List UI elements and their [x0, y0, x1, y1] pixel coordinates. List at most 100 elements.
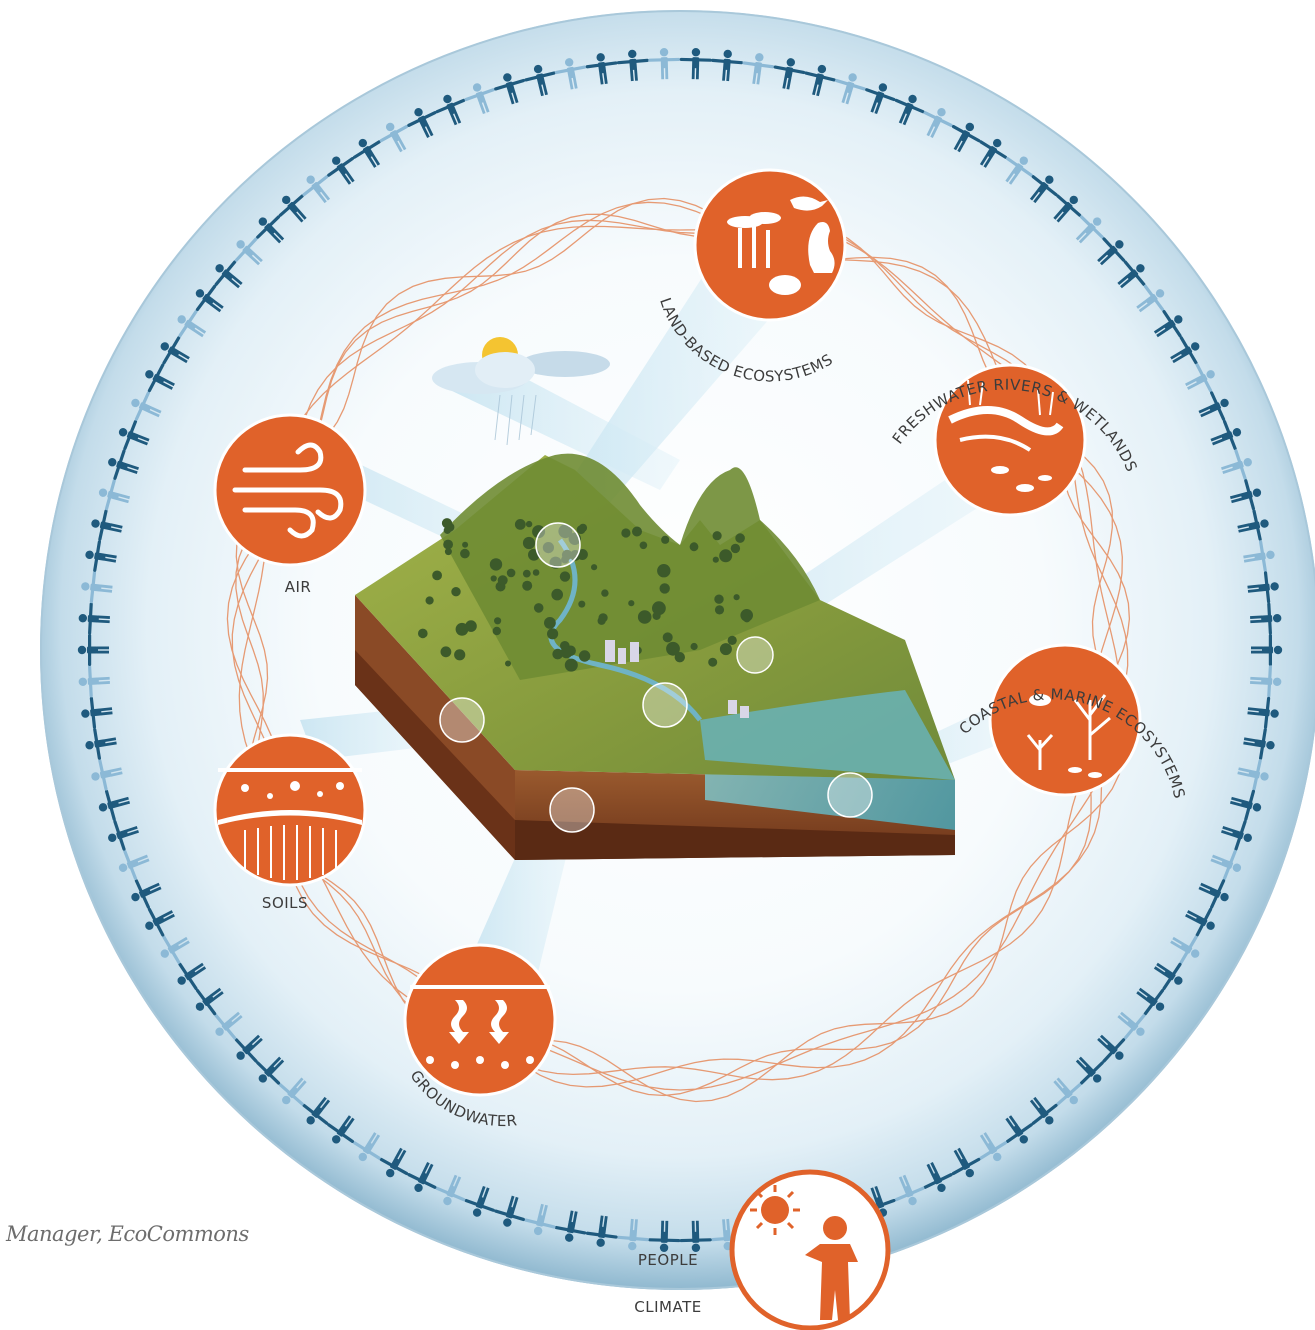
- person-figure: [407, 108, 437, 139]
- wave-line: [235, 213, 1131, 1097]
- soil-layers-icon: [218, 768, 362, 880]
- person-figure: [1075, 215, 1104, 244]
- tree: [418, 628, 428, 639]
- person-figure: [1117, 1011, 1146, 1040]
- tree: [598, 613, 608, 623]
- tree: [551, 588, 563, 601]
- person-figure: [1075, 1056, 1104, 1085]
- person-figure: [91, 759, 123, 791]
- groundwater-node[interactable]: [403, 943, 557, 1097]
- person-figure: [1221, 449, 1252, 480]
- person-figure: [1247, 696, 1279, 729]
- tree: [506, 568, 516, 578]
- wave-line: [235, 197, 1125, 1103]
- person-figure: [1237, 509, 1269, 541]
- person-figure: [1210, 419, 1242, 451]
- person-figure: [1170, 935, 1200, 964]
- tree: [558, 524, 573, 539]
- tree: [674, 652, 685, 663]
- tree: [719, 643, 732, 656]
- person-figure: [81, 696, 113, 729]
- tree: [662, 632, 673, 643]
- person-figure: [1005, 156, 1033, 185]
- caption-text: Manager, EcoCommons: [6, 1222, 249, 1246]
- person-figure: [554, 1210, 587, 1242]
- person-figure: [302, 175, 331, 204]
- person-figure: [1153, 309, 1183, 338]
- tree: [652, 601, 666, 616]
- tree: [443, 526, 452, 534]
- tree: [735, 533, 745, 543]
- tree: [632, 526, 642, 537]
- tree: [514, 519, 526, 530]
- person-figure: [145, 363, 175, 393]
- tree: [666, 641, 680, 656]
- tree: [490, 575, 497, 582]
- person-figure: [1237, 759, 1269, 791]
- tree: [561, 555, 569, 564]
- air-node[interactable]: [213, 413, 367, 567]
- person-figure: [108, 820, 139, 851]
- wave-line: [226, 201, 1123, 1088]
- person-figure: [1210, 849, 1242, 881]
- person-figure: [379, 1147, 409, 1178]
- people-label: PEOPLE: [638, 1251, 698, 1269]
- river-fish-icon: [948, 379, 1064, 492]
- soils-label: SOILS: [262, 894, 308, 912]
- person-figure: [923, 1161, 953, 1192]
- tree: [564, 658, 578, 672]
- person-figure: [160, 935, 190, 964]
- wave-line: [238, 225, 1122, 1091]
- climate-node[interactable]: [729, 1169, 891, 1330]
- tree: [497, 575, 508, 586]
- person-figure: [923, 108, 953, 139]
- person-figure: [464, 83, 495, 115]
- person-figure: [177, 962, 207, 991]
- tree: [730, 543, 741, 554]
- person-figure: [214, 260, 243, 289]
- person-figure: [711, 49, 744, 82]
- land-based-ecosystems-node[interactable]: [693, 168, 847, 322]
- person-figure: [524, 64, 556, 97]
- climate-label: CLIMATE: [634, 1298, 701, 1316]
- soils-node[interactable]: [213, 733, 367, 887]
- tree: [505, 660, 511, 667]
- tree: [552, 648, 563, 660]
- tree: [689, 542, 699, 552]
- person-figure: [177, 309, 207, 338]
- person-figure: [118, 419, 150, 451]
- freshwater-rivers-wetlands-node[interactable]: [933, 363, 1087, 517]
- person-figure: [494, 1195, 525, 1227]
- person-figure: [131, 879, 162, 909]
- person-figure: [1243, 540, 1275, 572]
- tree: [494, 617, 502, 625]
- person-figure: [160, 336, 190, 365]
- person-figure: [1229, 789, 1262, 821]
- person-figure: [679, 48, 712, 80]
- person-figure: [773, 58, 806, 90]
- person-figure: [98, 789, 131, 821]
- tree: [532, 525, 546, 539]
- tree: [492, 626, 501, 636]
- person-figure: [554, 58, 587, 90]
- person-figure: [278, 1077, 307, 1106]
- person-figure: [85, 728, 117, 760]
- person-figure: [234, 1034, 263, 1063]
- tree: [712, 531, 722, 541]
- tree: [532, 569, 540, 576]
- tree: [455, 622, 469, 636]
- coastal-marine-ecosystems-node[interactable]: [988, 643, 1142, 797]
- person-figure: [979, 1132, 1008, 1162]
- wind-icon: [232, 442, 344, 539]
- person-figure: [1029, 1096, 1058, 1125]
- tree: [727, 635, 737, 646]
- tree: [639, 541, 648, 550]
- tree: [657, 564, 671, 578]
- tree: [708, 657, 718, 667]
- person-figure: [951, 122, 981, 153]
- landscape-block: [355, 453, 955, 860]
- person-figure: [1185, 907, 1215, 937]
- person-figure: [327, 1115, 355, 1144]
- person-figure: [804, 64, 836, 97]
